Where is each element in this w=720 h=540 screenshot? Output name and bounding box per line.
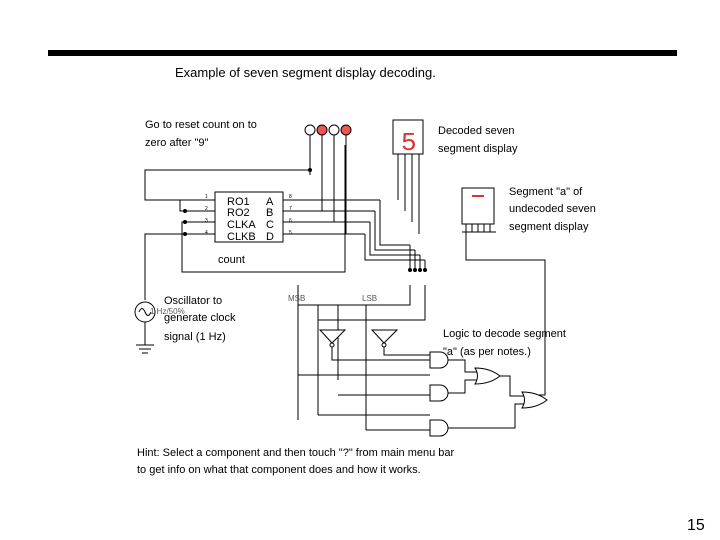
probe-lamp-1[interactable]: [304, 124, 316, 136]
segment-note-line2: undecoded seven: [509, 203, 596, 215]
and-gate-1[interactable]: [429, 351, 449, 369]
counter-output-a: A: [266, 196, 274, 208]
counter-label: count: [218, 254, 245, 266]
counter-input-clka: CLKA: [227, 219, 256, 231]
segment-note-line3: segment display: [509, 221, 589, 233]
osc-note-line1: Oscillator to: [164, 295, 222, 307]
decoded-display[interactable]: [392, 119, 424, 155]
clock-wire: [144, 233, 200, 300]
pin-7: 7: [289, 206, 292, 212]
or-gate-1[interactable]: [474, 367, 501, 385]
decoded-note-line1: Decoded seven: [438, 125, 514, 137]
decoded-digit: 5: [401, 128, 417, 158]
msb-label: MSB: [288, 294, 305, 303]
pin-3: 3: [205, 218, 208, 224]
and-gate-2[interactable]: [429, 384, 449, 402]
hint-line-2: to get info on what that component does …: [137, 464, 421, 476]
counter-input-clkb: CLKB: [227, 231, 256, 243]
output-wires: [283, 199, 380, 235]
title-rule: [48, 50, 677, 56]
and-gate-3[interactable]: [429, 419, 449, 437]
segment-a-wire: [465, 232, 546, 396]
oscillator-value: 1 Hz/50%: [150, 307, 185, 316]
reset-note-line1: Go to reset count on to: [145, 119, 257, 131]
logic-note-line2: "a" (as per notes.): [443, 346, 531, 358]
pin-8: 8: [289, 194, 292, 200]
segment-note-line1: Segment "a" of: [509, 186, 583, 198]
decoded-note-line2: segment display: [438, 143, 518, 155]
lsb-label: LSB: [362, 294, 377, 303]
pin-6: 6: [289, 218, 292, 224]
undecoded-display[interactable]: [461, 187, 495, 225]
osc-note-line3: signal (1 Hz): [164, 331, 226, 343]
pin-4: 4: [205, 230, 208, 236]
probe-lamp-2[interactable]: [316, 124, 328, 136]
counter-output-c: C: [266, 219, 274, 231]
pin-1: 1: [205, 194, 208, 200]
inverter-2[interactable]: [370, 329, 399, 344]
page-number: 15: [687, 517, 705, 534]
hint-text: Hint: Select a component and then touch …: [137, 445, 517, 479]
pin-2: 2: [205, 206, 208, 212]
input-stubs: [200, 199, 215, 235]
hint-line-1: Hint: Select a component and then touch …: [137, 447, 455, 459]
display-feed-wires: [397, 165, 420, 234]
osc-note-line2: generate clock: [164, 312, 236, 324]
inverter-1[interactable]: [318, 329, 347, 344]
counter-output-d: D: [266, 231, 274, 243]
counter-input-ro2: RO2: [227, 207, 250, 219]
or-gate-2[interactable]: [521, 391, 548, 409]
reset-note-line2: zero after "9": [145, 137, 209, 149]
counter-chip[interactable]: [214, 191, 284, 243]
slide-title: Example of seven segment display decodin…: [175, 65, 436, 80]
pin-5: 5: [289, 230, 292, 236]
counter-output-b: B: [266, 207, 273, 219]
logic-note-line1: Logic to decode segment: [443, 328, 566, 340]
counter-input-ro1: RO1: [227, 196, 250, 208]
logic-wires: [297, 285, 426, 430]
probe-lamp-4[interactable]: [340, 124, 352, 136]
probe-lamp-3[interactable]: [328, 124, 340, 136]
count-loop-wire: [181, 145, 346, 273]
bus-wires: [364, 200, 425, 261]
